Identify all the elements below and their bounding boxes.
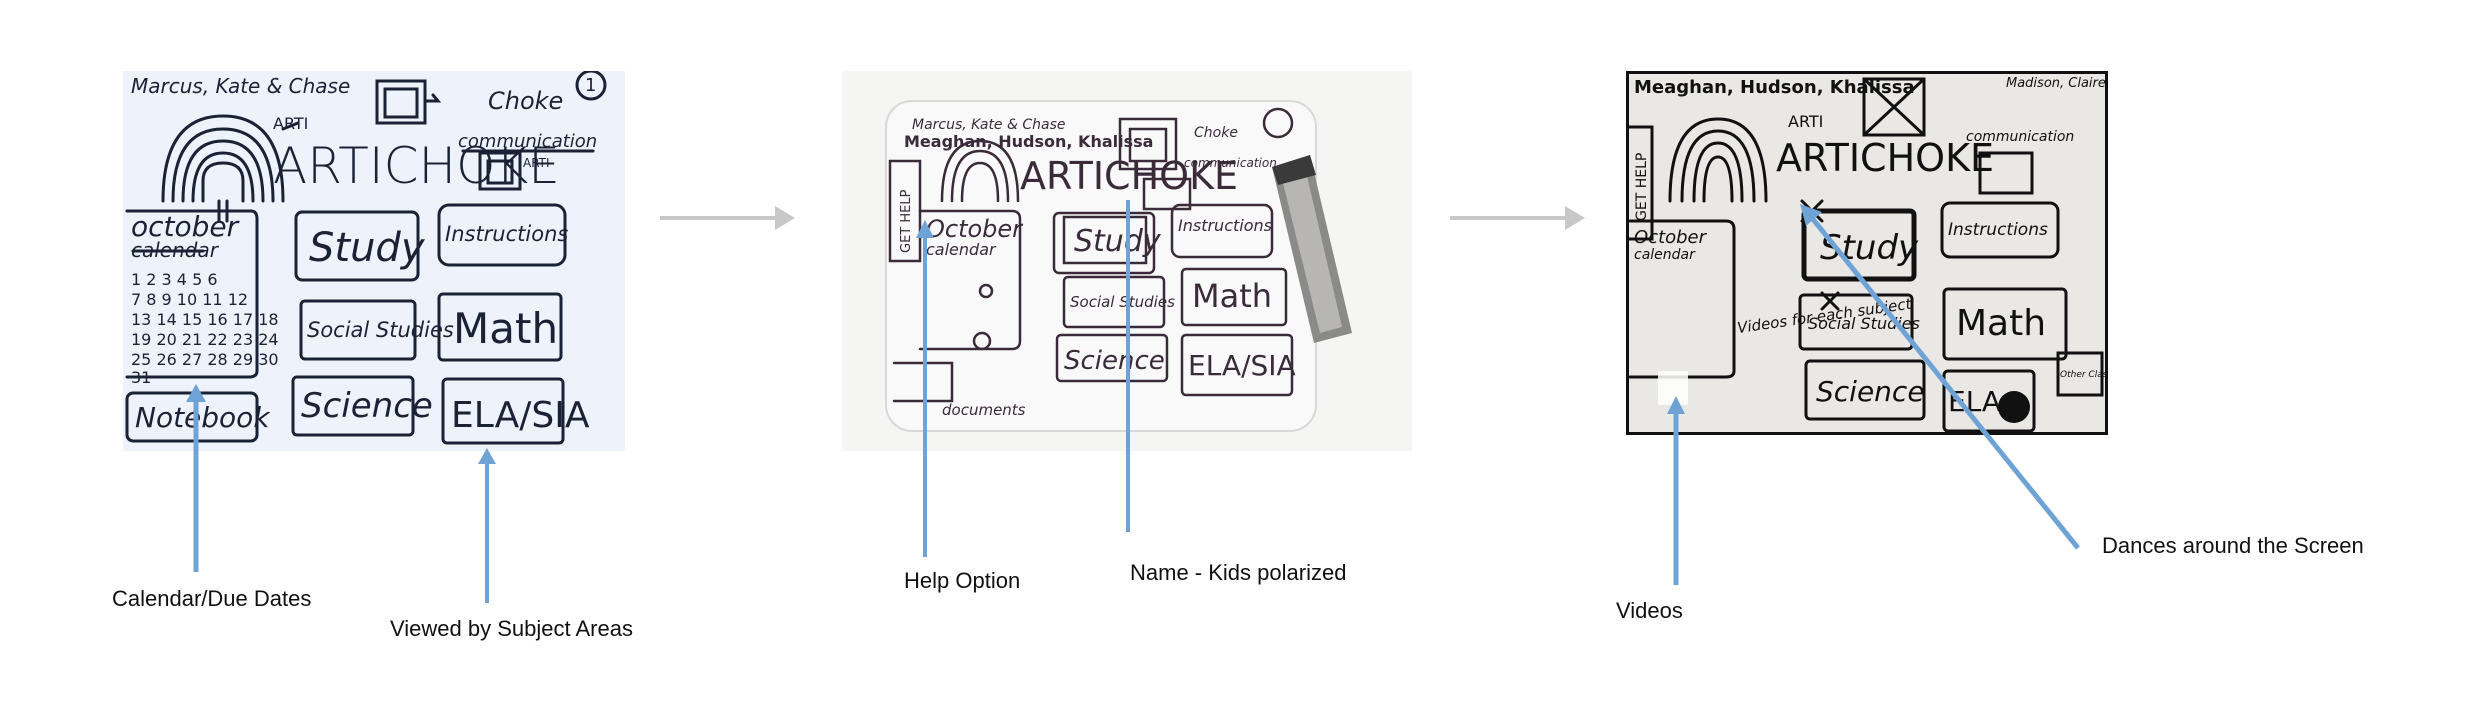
- calendar-subtitle: calendar: [131, 238, 220, 262]
- calendar-title: October: [1634, 227, 1708, 248]
- sketch-number: 1: [585, 75, 596, 96]
- label-videos: Videos: [1616, 598, 1683, 623]
- help-button: GET HELP: [1634, 153, 1650, 221]
- calendar-row-3: 13 14 15 16 17 18: [131, 310, 279, 329]
- notebook-button: Notebook: [135, 401, 271, 434]
- social-studies-button: Social Studies: [1070, 293, 1175, 311]
- team-name: Marcus, Kate & Chase: [131, 74, 350, 98]
- other-classes-note: Other Classes: [2060, 370, 2108, 380]
- mascot-label: ARTI: [273, 114, 308, 133]
- science-button: Science: [1064, 346, 1165, 376]
- social-studies-button: Social Studies: [307, 318, 454, 342]
- instructions-button: Instructions: [1948, 220, 2048, 240]
- label-name-kids-polarized: Name - Kids polarized: [1130, 560, 1347, 585]
- choke-label: Choke: [488, 87, 563, 115]
- instructions-button: Instructions: [445, 222, 568, 246]
- calendar-row-4: 19 20 21 22 23 24: [131, 330, 279, 349]
- label-dances-around-screen: Dances around the Screen: [2102, 533, 2364, 558]
- social-studies-button: Social Studies: [1808, 314, 1920, 333]
- documents-label: documents: [942, 401, 1026, 419]
- whiteboard-sketch-2: Marcus, Kate & Chase Meaghan, Hudson, Kh…: [842, 71, 1412, 451]
- study-button: Study: [1820, 228, 1919, 268]
- math-button: Math: [1192, 277, 1272, 315]
- sticky-note: [1658, 371, 1688, 405]
- stapler-object: [1272, 155, 1352, 343]
- label-help-option: Help Option: [904, 568, 1021, 593]
- app-title: ARTICHOKE: [273, 137, 560, 195]
- math-button: Math: [1956, 303, 2046, 344]
- whiteboard-sketch-1: Marcus, Kate & Chase 1 ARTI ARTICHOKE Ch…: [123, 71, 625, 451]
- team-name-1: Marcus, Kate & Chase: [912, 117, 1066, 133]
- study-button: Study: [1074, 224, 1162, 259]
- arti-small-label: ARTI: [523, 156, 550, 170]
- ela-button: ELA/SIA: [451, 395, 590, 436]
- science-button: Science: [301, 386, 433, 426]
- team-name-2: Meaghan, Hudson, Khalissa: [904, 132, 1153, 151]
- calendar-row-5: 25 26 27 28 29 30: [131, 350, 279, 369]
- study-button: Study: [309, 225, 426, 271]
- ela-button: ELA: [1948, 385, 2001, 418]
- ela-button: ELA/SIA: [1188, 349, 1296, 382]
- flow-arrow-1: [660, 206, 795, 230]
- sketch-photo-1: Marcus, Kate & Chase 1 ARTI ARTICHOKE Ch…: [123, 71, 625, 451]
- arti-label: ARTI: [1788, 112, 1823, 131]
- math-button: Math: [453, 304, 558, 353]
- communication-label: communication: [1184, 156, 1277, 170]
- help-button: GET HELP: [899, 189, 914, 253]
- communication-label: communication: [1966, 129, 2074, 145]
- team-name: Meaghan, Hudson, Khalissa: [1634, 77, 1915, 98]
- calendar-subtitle: calendar: [1634, 247, 1696, 263]
- whiteboard-sketch-3: Meaghan, Hudson, Khalissa Madison, Clair…: [1626, 71, 2108, 435]
- calendar-title: October: [926, 215, 1024, 243]
- calendar-title: october: [131, 210, 240, 243]
- app-title: ARTICHOKE: [1020, 154, 1238, 198]
- calendar-row-6: 31: [131, 368, 151, 387]
- sketch-photo-3: Meaghan, Hudson, Khalissa Madison, Clair…: [1626, 71, 2108, 435]
- flow-arrow-2: [1450, 206, 1585, 230]
- label-viewed-by-subject-areas: Viewed by Subject Areas: [390, 616, 633, 641]
- label-calendar-due-dates: Calendar/Due Dates: [112, 586, 312, 611]
- calendar-row-2: 7 8 9 10 11 12: [131, 290, 248, 309]
- sketch-photo-2: Marcus, Kate & Chase Meaghan, Hudson, Kh…: [842, 71, 1412, 451]
- communication-label: communication: [458, 131, 597, 152]
- choke-label: Choke: [1194, 125, 1238, 141]
- calendar-subtitle: calendar: [926, 240, 997, 259]
- app-title: ARTICHOKE: [1776, 136, 1994, 180]
- annotation-arrow-subjects: [478, 448, 496, 603]
- instructions-button: Instructions: [1178, 216, 1272, 235]
- team-name-3: Madison, Claire: [2006, 76, 2106, 91]
- calendar-row-1: 1 2 3 4 5 6: [131, 270, 218, 289]
- science-button: Science: [1816, 375, 1925, 408]
